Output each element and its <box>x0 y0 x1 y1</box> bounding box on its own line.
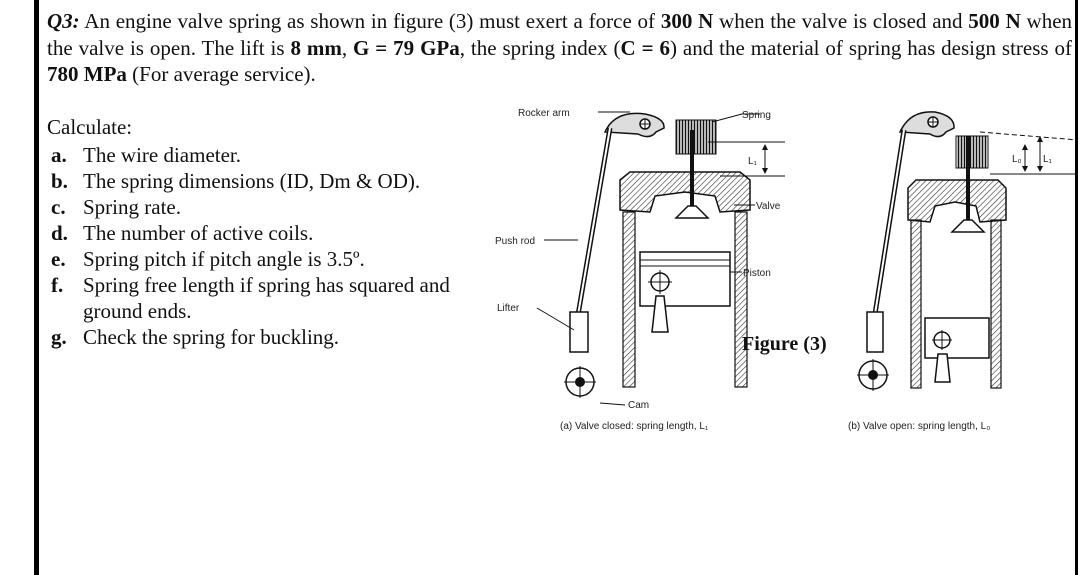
figure-b-valve-open <box>857 111 1079 391</box>
calculate-list: a.The wire diameter. b.The spring dimens… <box>51 142 471 350</box>
label-l0: L₀ <box>1012 154 1022 165</box>
label-spring: Spring <box>742 110 771 121</box>
calculate-heading: Calculate: <box>47 115 133 139</box>
question-number: Q3: <box>47 9 80 33</box>
caption-b: (b) Valve open: spring length, L₀ <box>848 421 991 432</box>
list-item: g.Check the spring for buckling. <box>51 325 340 349</box>
figure-title: Figure (3) <box>742 333 827 355</box>
label-l1-b: L₁ <box>1043 154 1053 165</box>
caption-a: (a) Valve closed: spring length, L₁ <box>560 421 709 432</box>
list-item: e.Spring pitch if pitch angle is 3.5º. <box>51 247 365 271</box>
page-frame <box>34 0 1078 575</box>
list-item: b.The spring dimensions (ID, Dm & OD). <box>51 169 421 193</box>
label-rocker-arm: Rocker arm <box>518 108 570 119</box>
list-item: d.The number of active coils. <box>51 221 314 245</box>
list-item: f.Spring free length if spring has squar… <box>51 273 450 323</box>
question-text: Q3: An engine valve spring as shown in f… <box>47 9 1073 86</box>
label-cam: Cam <box>628 400 649 411</box>
list-item: c.Spring rate. <box>51 195 181 219</box>
figure-a-valve-closed <box>536 111 785 406</box>
label-push-rod: Push rod <box>495 236 535 247</box>
label-valve: Valve <box>756 201 781 212</box>
engine-valve-diagram: Rocker arm Spring L₁ Valve Push rod Pist… <box>495 108 1079 411</box>
label-piston: Piston <box>743 268 771 279</box>
label-l1: L₁ <box>748 156 758 167</box>
list-item: a.The wire diameter. <box>51 143 242 167</box>
label-lifter: Lifter <box>497 303 520 314</box>
